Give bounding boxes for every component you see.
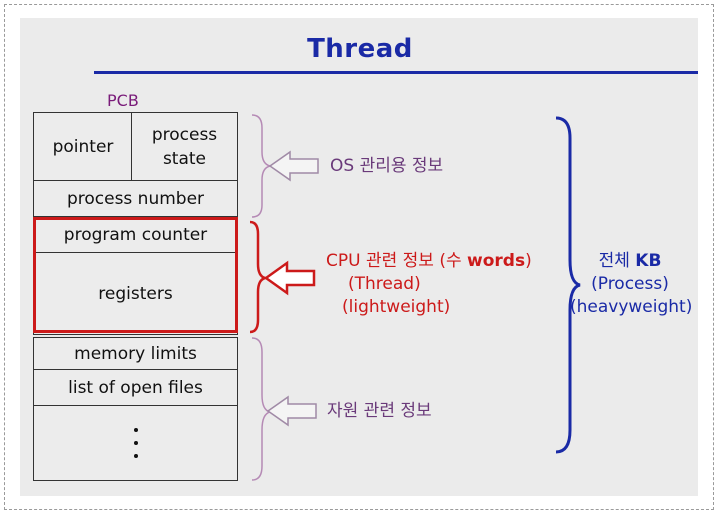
total-prefix: 전체 (598, 251, 636, 271)
pcb-cell-open-files-label: list of open files (68, 378, 203, 398)
pcb-cell-process-number-label: process number (66, 189, 205, 209)
pcb-cell-registers-label: registers (98, 283, 173, 304)
pcb-cell-process-number: process number (33, 180, 238, 218)
pcb-label: PCB (107, 91, 139, 110)
os-info-brace (251, 114, 271, 218)
cpu-info-prefix: CPU 관련 정보 (수 (326, 251, 468, 271)
pcb-cell-pointer-label: pointer (52, 137, 114, 157)
title-underline (94, 71, 698, 74)
resource-info-note: 자원 관련 정보 (327, 401, 432, 421)
cpu-info-brace (249, 220, 270, 334)
heavyweight-note: (heavyweight) (570, 297, 693, 317)
os-info-arrow (268, 150, 319, 182)
screenshot-frame (4, 4, 714, 510)
pcb-cell-program-counter-label: program counter (63, 225, 208, 245)
pcb-cell-process-state: process state (131, 112, 238, 182)
ellipsis-dot (133, 441, 138, 445)
cpu-info-note: CPU 관련 정보 (수 words) (326, 250, 532, 272)
resource-info-arrow (266, 395, 317, 427)
pcb-cell-memory-limits-label: memory limits (74, 344, 197, 364)
process-note: (Process) (591, 274, 669, 294)
ellipsis-dot (133, 454, 138, 458)
cpu-info-suffix: ) (525, 251, 532, 271)
slide-title: Thread (307, 34, 413, 64)
thread-note: (Thread) (348, 274, 421, 294)
pcb-cell-registers: registers (33, 252, 238, 335)
pcb-cell-program-counter: program counter (33, 216, 238, 254)
cpu-context-highlight (33, 217, 238, 333)
total-brace (555, 116, 581, 454)
ellipsis-dot (133, 428, 138, 432)
os-info-note: OS 관리용 정보 (330, 156, 444, 176)
lightweight-note: (lightweight) (342, 297, 451, 317)
pcb-cell-open-files: list of open files (33, 369, 238, 407)
total-kb: KB (635, 251, 662, 271)
cpu-info-arrow (263, 260, 316, 296)
pcb-cell-process-state-label: process state (151, 125, 218, 169)
resource-info-brace (251, 337, 271, 481)
pcb-cell-pointer: pointer (33, 112, 133, 182)
cpu-info-words: words (467, 251, 526, 271)
pcb-cell-ellipsis (33, 405, 238, 481)
total-kb-note: 전체 KB (590, 250, 670, 272)
